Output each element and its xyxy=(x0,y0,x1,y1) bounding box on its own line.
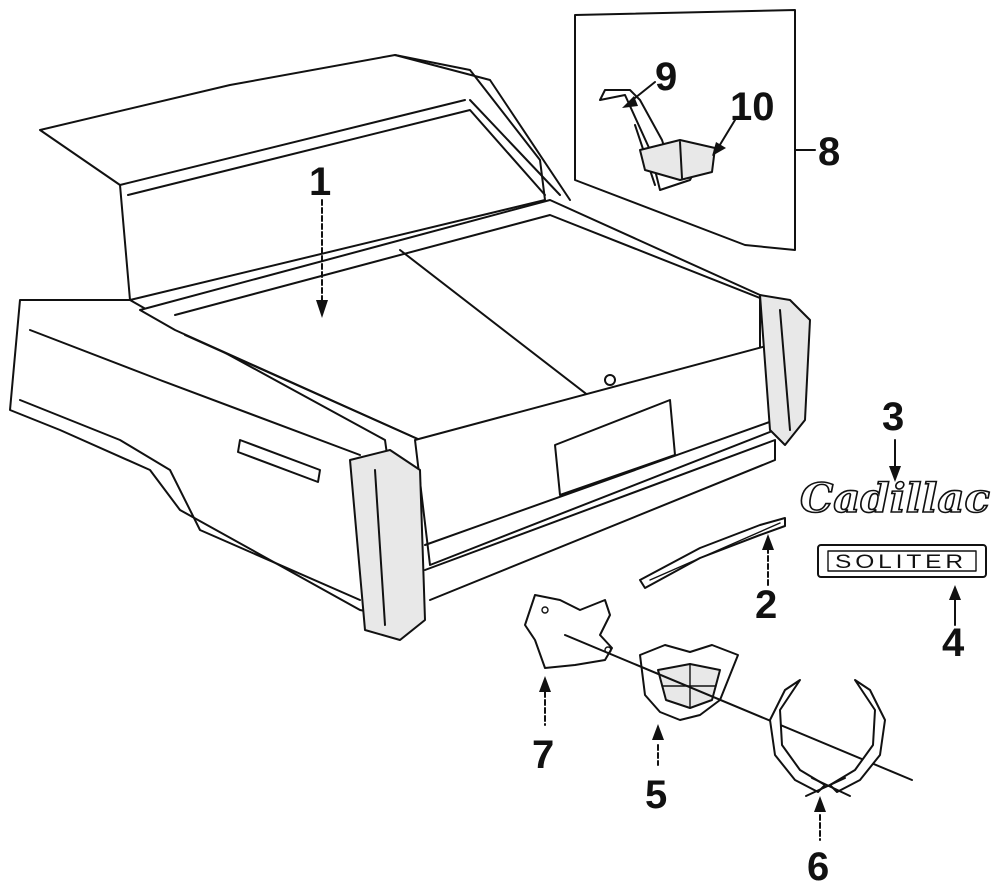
soliter-plate-group: SOLITER 4 xyxy=(817,544,987,665)
wreath-ribbon-b xyxy=(805,777,846,797)
bumper-top-line xyxy=(424,419,776,546)
roof-edge-line xyxy=(119,99,466,186)
callout-4: 4 xyxy=(942,621,965,665)
wreath-right xyxy=(829,679,886,793)
left-body-crease xyxy=(29,329,361,456)
wreath-group: 6 xyxy=(769,679,886,889)
callout-9: 9 xyxy=(655,55,677,99)
callout-2: 2 xyxy=(755,583,777,627)
callout-1-arrowhead xyxy=(316,300,328,318)
trunk-lower-edge xyxy=(184,334,421,441)
crest-group: 5 xyxy=(639,644,739,817)
callout-6-arrowhead xyxy=(814,796,826,812)
car-rear-body xyxy=(9,54,811,641)
callout-2-arrowhead xyxy=(762,534,774,550)
emblem-gasket xyxy=(524,594,613,669)
bumper-bar xyxy=(424,439,776,601)
callout-10-arrowhead xyxy=(712,142,726,156)
left-tail-lamp xyxy=(349,449,426,641)
side-marker xyxy=(237,439,321,483)
assembly-alignment-line xyxy=(564,634,913,781)
callout-7: 7 xyxy=(532,733,554,777)
callout-5-arrowhead xyxy=(652,724,664,740)
wreath-left xyxy=(769,679,826,793)
callout-1: 1 xyxy=(309,160,331,204)
inset-border xyxy=(574,9,796,251)
callout-5: 5 xyxy=(645,773,667,817)
hinge-clip xyxy=(639,139,716,181)
callout-3-arrowhead xyxy=(889,466,901,482)
roof-panel xyxy=(39,54,546,301)
soliter-plate xyxy=(817,544,987,578)
callout-6: 6 xyxy=(807,845,829,889)
inset-box: 8 9 10 xyxy=(574,9,840,251)
roof-right-edge xyxy=(394,54,571,201)
molding-group: 2 xyxy=(639,517,786,627)
right-tail-lamp-divider xyxy=(779,309,791,431)
gasket-hole-top xyxy=(541,606,549,614)
soliter-plate-text: SOLITER xyxy=(835,552,967,573)
left-tail-lamp-divider xyxy=(374,469,386,626)
callout-1-group: 1 xyxy=(309,160,331,318)
wreath-ribbon-a xyxy=(811,777,851,797)
script-nameplate: Cadillac xyxy=(800,475,990,522)
trunk-molding-line xyxy=(649,522,781,581)
callout-10-leader xyxy=(717,119,736,149)
callout-4-arrowhead xyxy=(949,585,961,600)
callout-8: 8 xyxy=(818,130,840,174)
hinge-clip-divider xyxy=(679,141,683,179)
script-nameplate-group: Cadillac 3 xyxy=(799,395,991,523)
callout-3: 3 xyxy=(882,395,904,439)
callout-7-arrowhead xyxy=(539,676,551,692)
trunk-lock xyxy=(604,374,616,386)
callout-9-arrowhead xyxy=(622,96,638,108)
trunk-lid-edge xyxy=(174,214,766,316)
left-lower-crease xyxy=(19,399,361,601)
rear-window-frame xyxy=(127,109,546,196)
callout-10: 10 xyxy=(730,85,775,129)
trunk-center-line xyxy=(399,249,621,421)
soliter-plate-inner xyxy=(827,550,977,572)
c-pillar-line xyxy=(469,99,561,196)
gasket-group: 7 xyxy=(524,594,613,777)
